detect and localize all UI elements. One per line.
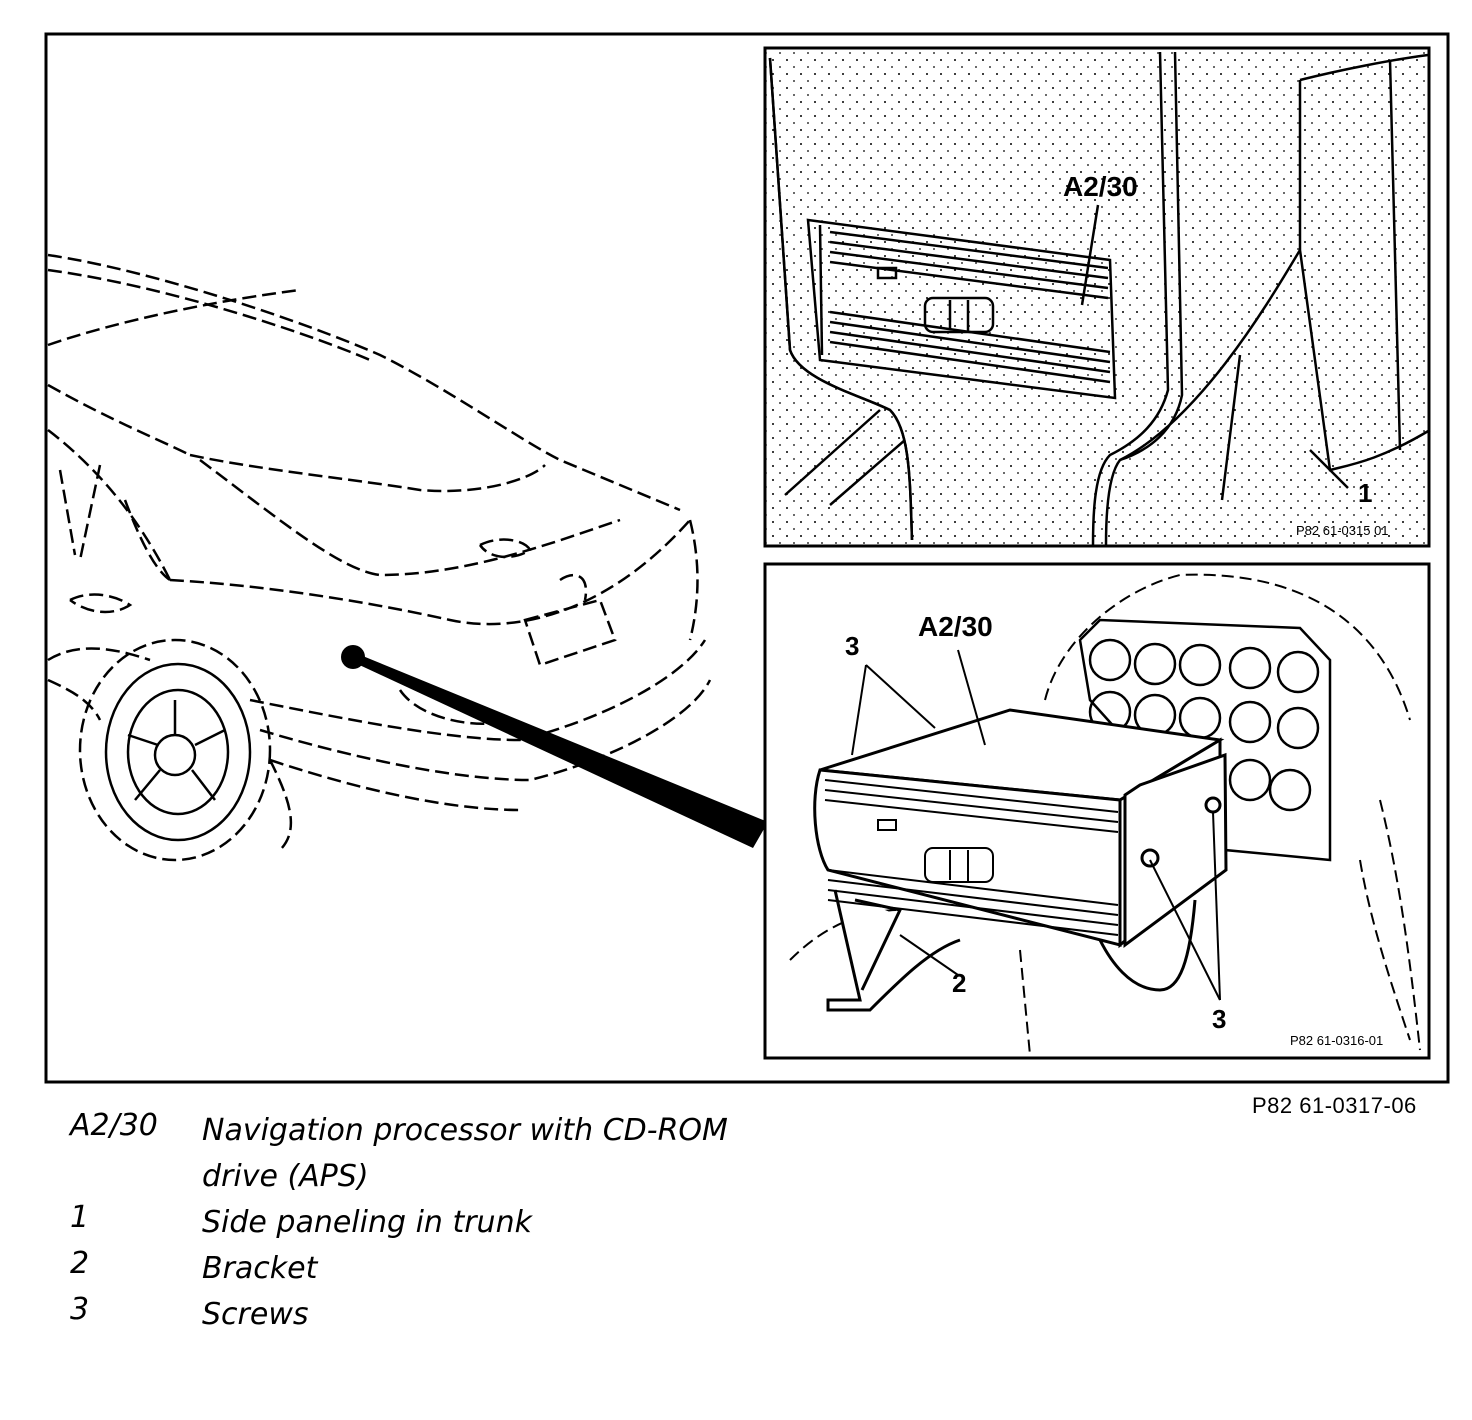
callout-2: 2 [952,968,966,998]
callout-3-top: 3 [845,631,859,661]
legend-description: Bracket [202,1251,318,1286]
legend-code: 2 [70,1246,90,1281]
legend-code: A2/30 [70,1108,158,1143]
pointer-wedge [353,652,768,848]
legend-code: 3 [70,1292,90,1327]
detail-bottom-reference: P82 61-0316-01 [1290,1033,1383,1048]
legend-code: 1 [70,1200,90,1235]
car-overview-illustration [47,253,712,812]
legend-description: Side paneling in trunk [202,1205,532,1240]
callout-1: 1 [1358,478,1372,508]
callout-a2-30-top: A2/30 [1063,171,1138,202]
callout-3-bottom: 3 [1212,1004,1226,1034]
rear-wheel-illustration [78,638,293,862]
legend-description: Navigation processor with CD-ROM drive (… [202,1113,728,1194]
installation-diagram: A2/30 1 P82 61-0315 01 [44,32,1450,1084]
detail-top-reference: P82 61-0315 01 [1296,523,1389,538]
figure-frame [44,32,1450,1084]
figure-reference: P82 61-0317-06 [1252,1093,1417,1118]
legend-description: Screws [202,1297,309,1332]
detail-panel-bottom: A2/30 3 2 3 P82 61-0316-01 [763,562,1431,1060]
callout-a2-30-bottom: A2/30 [918,611,993,642]
detail-panel-top: A2/30 1 P82 61-0315 01 [763,46,1431,548]
